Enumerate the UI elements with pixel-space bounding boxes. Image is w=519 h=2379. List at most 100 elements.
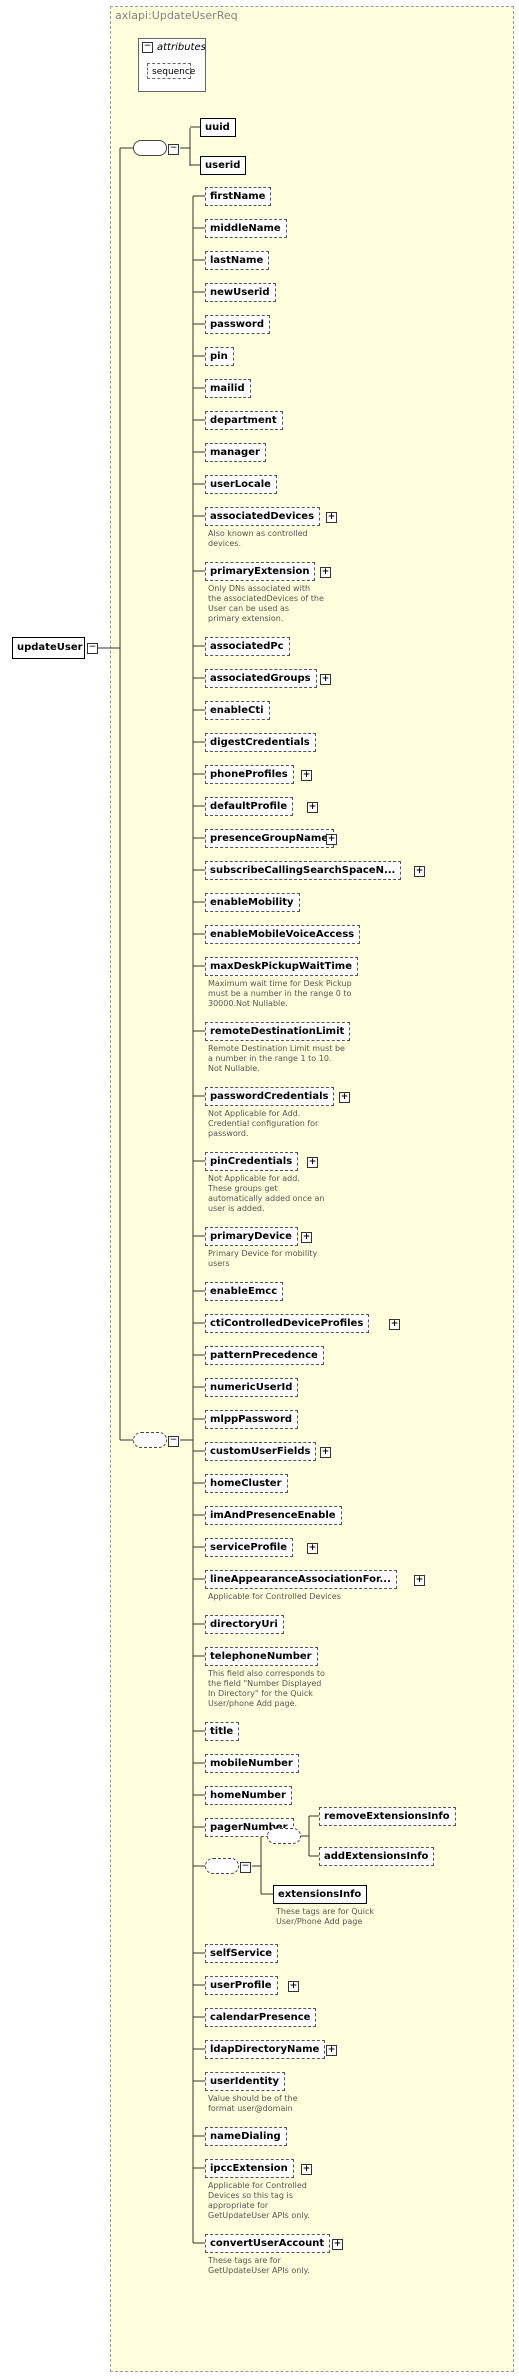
element-lastname[interactable]: lastName [205,251,270,270]
element-annotation: Also known as controlled [208,529,308,538]
element-mailid[interactable]: mailid [205,379,251,398]
element-manager[interactable]: manager [205,443,266,462]
element-pin[interactable]: pin [205,347,234,366]
element-enablemobilevoiceaccess[interactable]: enableMobileVoiceAccess [205,925,361,944]
collapse-icon[interactable]: − [87,642,98,654]
element-department[interactable]: department [205,411,283,430]
element-firstname[interactable]: firstName [205,187,272,206]
expand-icon[interactable]: + [301,770,312,781]
element-annotation: password. [208,1129,249,1138]
element-ipccextension[interactable]: ipccExtension [205,2159,294,2178]
element-defaultprofile[interactable]: defaultProfile [205,797,294,816]
element-newuserid[interactable]: newUserid [205,283,276,302]
element-addextensionsinfo[interactable]: addExtensionsInfo [319,1847,435,1866]
element-convertuseraccount[interactable]: convertUserAccount [205,2234,331,2253]
expand-icon[interactable]: + [307,1543,318,1554]
element-annotation: primary extension. [208,614,284,623]
choice-element-userid[interactable]: userid [200,156,247,175]
expand-icon[interactable]: + [307,802,318,813]
element-annotation: GetUpdateUser APIs only. [208,2266,310,2275]
element-annotation: GetUpdateUser APIs only. [208,2211,310,2220]
element-password[interactable]: password [205,315,271,334]
expand-icon[interactable]: + [414,1575,425,1586]
element-homecluster[interactable]: homeCluster [205,1474,288,1493]
element-userlocale[interactable]: userLocale [205,475,277,494]
expand-icon[interactable]: + [301,2164,312,2175]
expand-icon[interactable]: + [389,1319,400,1330]
expand-icon[interactable]: + [320,674,331,685]
expand-icon[interactable]: + [332,2239,343,2250]
element-imandpresenceenable[interactable]: imAndPresenceEnable [205,1506,342,1525]
element-namedialing[interactable]: nameDialing [205,2127,287,2146]
element-mobilenumber[interactable]: mobileNumber [205,1754,299,1773]
expand-icon[interactable]: + [326,512,337,523]
choice-element-uuid[interactable]: uuid [200,118,236,137]
element-maxdeskpickupwaittime[interactable]: maxDeskPickupWaitTime [205,957,358,976]
expand-icon[interactable]: + [320,567,331,578]
element-enablecti[interactable]: enableCti [205,701,270,720]
expand-icon[interactable]: + [414,866,425,877]
element-annotation: User/Phone Add page [276,1917,363,1926]
element-homenumber[interactable]: homeNumber [205,1786,292,1805]
expand-icon[interactable]: + [326,2045,337,2056]
element-subscribecallingsearchspacen[interactable]: subscribeCallingSearchSpaceN... [205,861,402,880]
collapse-icon[interactable]: − [240,1861,251,1873]
collapse-icon[interactable]: − [142,41,153,53]
sequence-compositor [267,1828,301,1844]
expand-icon[interactable]: + [301,1232,312,1243]
element-annotation: User can be used as [208,604,290,613]
element-selfservice[interactable]: selfService [205,1944,279,1963]
element-presencegroupname[interactable]: presenceGroupName [205,829,335,848]
element-primarydevice[interactable]: primaryDevice [205,1227,298,1246]
element-passwordcredentials[interactable]: passwordCredentials [205,1087,335,1106]
expand-icon[interactable]: + [326,834,337,845]
element-phoneprofiles[interactable]: phoneProfiles [205,765,294,784]
element-associatedgroups[interactable]: associatedGroups [205,669,317,688]
element-annotation: Value should be of the [208,2094,298,2103]
element-middlename[interactable]: middleName [205,219,287,238]
element-annotation: These tags are for [208,2256,281,2265]
collapse-icon[interactable]: − [168,143,179,155]
element-telephonenumber[interactable]: telephoneNumber [205,1647,318,1666]
element-lineappearanceassociationfor[interactable]: lineAppearanceAssociationFor... [205,1570,397,1589]
element-mlpppassword[interactable]: mlppPassword [205,1410,299,1429]
element-primaryextension[interactable]: primaryExtension [205,562,316,581]
element-associatedpc[interactable]: associatedPc [205,637,290,656]
element-annotation: This field also corresponds to [208,1669,325,1678]
element-digestcredentials[interactable]: digestCredentials [205,733,316,752]
element-userprofile[interactable]: userProfile [205,1976,278,1995]
element-useridentity[interactable]: userIdentity [205,2072,286,2091]
choice-compositor [133,140,167,156]
element-annotation: a number in the range 1 to 10. [208,1054,332,1063]
element-calendarpresence[interactable]: calendarPresence [205,2008,317,2027]
root-element-update-user: updateUser [12,637,85,659]
element-associateddevices[interactable]: associatedDevices [205,507,321,526]
element-extensionsinfo[interactable]: extensionsInfo [273,1885,368,1904]
element-annotation: the field "Number Displayed [208,1679,322,1688]
element-customuserfields[interactable]: customUserFields [205,1442,317,1461]
expand-icon[interactable]: + [320,1447,331,1458]
element-numericuserid[interactable]: numericUserId [205,1378,299,1397]
expand-icon[interactable]: + [339,1092,350,1103]
element-annotation: These groups get [208,1184,278,1193]
complex-type-box [110,6,514,2372]
element-cticontrolleddeviceprofiles[interactable]: ctiControlledDeviceProfiles [205,1314,370,1333]
element-ldapdirectoryname[interactable]: ldapDirectoryName [205,2040,326,2059]
element-annotation: Not Applicable for Add. [208,1109,301,1118]
collapse-icon[interactable]: − [168,1435,179,1447]
element-annotation: 30000.Not Nullable. [208,999,288,1008]
element-annotation: Remote Destination Limit must be [208,1044,345,1053]
element-enableemcc[interactable]: enableEmcc [205,1282,284,1301]
element-pincredentials[interactable]: pinCredentials [205,1152,299,1171]
element-serviceprofile[interactable]: serviceProfile [205,1538,294,1557]
element-remotedestinationlimit[interactable]: remoteDestinationLimit [205,1022,351,1041]
element-enablemobility[interactable]: enableMobility [205,893,300,912]
element-title[interactable]: title [205,1722,240,1741]
element-removeextensionsinfo[interactable]: removeExtensionsInfo [319,1807,456,1826]
expand-icon[interactable]: + [307,1157,318,1168]
element-directoryuri[interactable]: directoryUri [205,1615,284,1634]
element-patternprecedence[interactable]: patternPrecedence [205,1346,324,1365]
element-annotation: Applicable for Controlled [208,2181,307,2190]
expand-icon[interactable]: + [288,1981,299,1992]
